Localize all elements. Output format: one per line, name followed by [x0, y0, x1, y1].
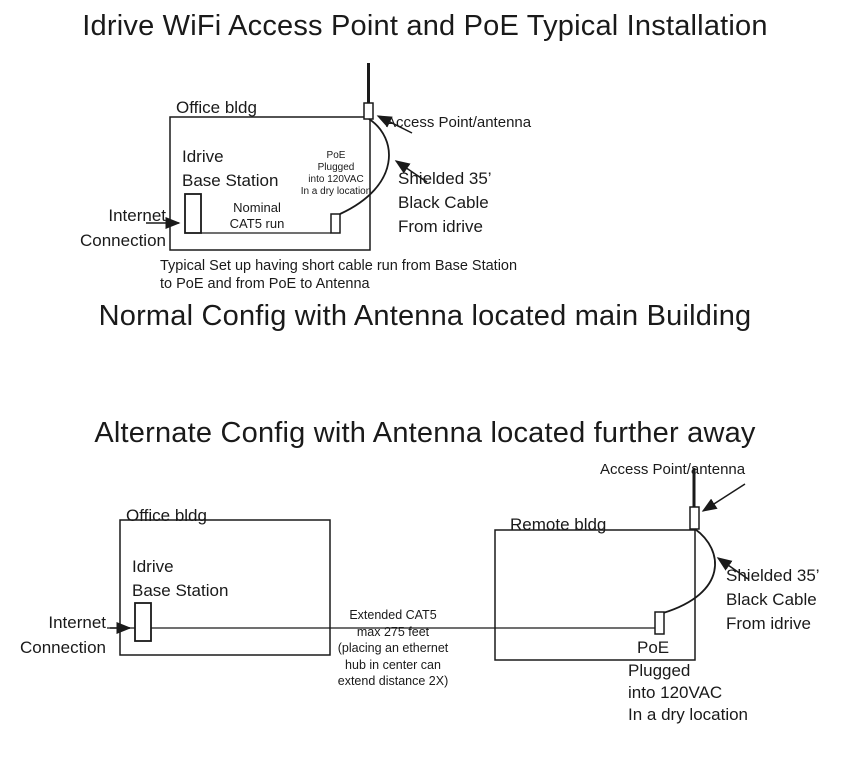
- antenna-cable-curve-bottom: [662, 528, 716, 614]
- shielded-cable-label-top: Shielded 35’ Black Cable From idrive: [398, 169, 492, 236]
- shielded-cable-label-bottom: Shielded 35’ Black Cable From idrive: [726, 566, 820, 633]
- normal-config-heading: Normal Config with Antenna located main …: [98, 300, 752, 332]
- poe-note-top: PoE Plugged into 120VAC In a dry locatio…: [300, 150, 372, 197]
- cable-label-arrow-top: [394, 160, 428, 183]
- typical-setup-caption: Typical Set up having short cable run fr…: [160, 258, 518, 292]
- access-point-arrow-bottom: [701, 483, 746, 512]
- office-building-outline-bottom: [119, 519, 331, 656]
- page-title: Idrive WiFi Access Point and PoE Typical…: [82, 10, 768, 42]
- alternate-config-heading: Alternate Config with Antenna located fu…: [94, 417, 756, 449]
- antenna-cable-curve-top: [339, 118, 390, 215]
- poe-title-bottom: PoE: [637, 638, 670, 657]
- internet-connection-label-top: Internet Connection: [79, 206, 166, 250]
- base-station-label-top: Idrive Base Station: [182, 147, 279, 190]
- cable-label-arrow-bottom: [716, 557, 749, 580]
- poe-injector-box-top: [330, 213, 341, 234]
- base-station-box-top: [184, 193, 202, 234]
- remote-bldg-label: Remote bldg: [510, 515, 607, 534]
- poe-note-bottom: Plugged into 120VAC In a dry location: [628, 661, 749, 724]
- office-bldg-label-top: Office bldg: [176, 98, 257, 117]
- access-point-arrow-top: [376, 115, 413, 134]
- office-bldg-label-bottom: Office bldg: [126, 506, 207, 525]
- access-point-box-top: [363, 102, 374, 120]
- remote-building-outline: [494, 529, 696, 661]
- poe-injector-box-bottom: [654, 611, 665, 635]
- access-point-label-bottom: Access Point/antenna: [600, 461, 746, 478]
- nominal-cat5-label: Nominal CAT5 run: [229, 200, 285, 231]
- extended-cat5-note: Extended CAT5 max 275 feet (placing an e…: [337, 608, 449, 688]
- base-station-box-bottom: [134, 602, 152, 642]
- access-point-box-bottom: [689, 506, 700, 530]
- access-point-label-top: Access Point/antenna: [386, 114, 532, 131]
- office-building-outline-top: [169, 116, 371, 251]
- internet-connection-label-bottom: Internet Connection: [19, 613, 106, 657]
- base-station-label-bottom: Idrive Base Station: [132, 557, 229, 600]
